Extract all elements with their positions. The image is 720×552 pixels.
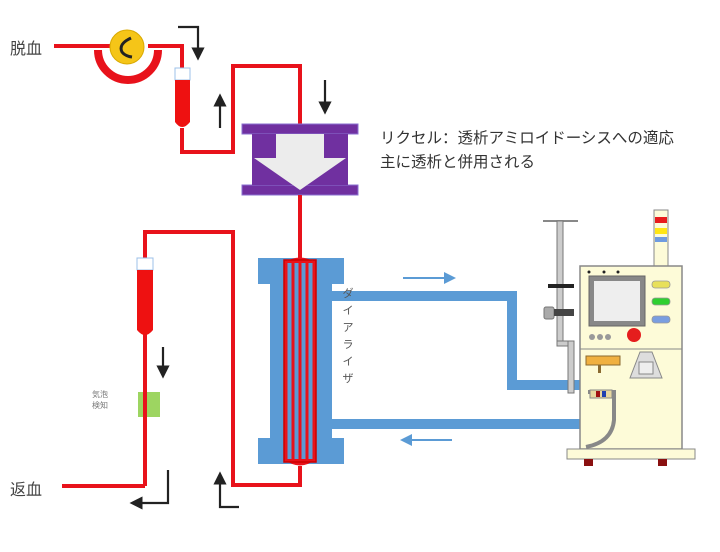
dialyzer-label-char: イ <box>342 304 354 317</box>
dialysate-flow-arrows <box>400 272 456 446</box>
pump-saddle <box>94 49 162 84</box>
dialyzer-label-char: イ <box>342 355 354 368</box>
bubble-detector-icon <box>138 392 160 417</box>
dialyzer-label-char: ダ <box>342 287 354 300</box>
blood-line-arterial <box>54 44 302 154</box>
bubble-detector-label-line1: 気泡 <box>92 390 108 399</box>
flow-arrows-top <box>178 25 332 128</box>
blood-out-label: 脱血 <box>10 39 43 58</box>
dialysis-machine-icon <box>543 209 696 466</box>
venous-drip-chamber-icon <box>136 257 154 335</box>
lixelle-column-icon <box>241 123 359 196</box>
dialyzer-label: ダイアライザ <box>340 285 356 387</box>
dialyzer-label-char: ア <box>342 321 354 334</box>
bubble-detector-label: 気泡 検知 <box>92 389 108 411</box>
lixelle-note: リクセル：透析アミロイドーシスへの適応 主に透析と併用される <box>380 126 674 174</box>
dialyzer-label-char: ザ <box>342 372 354 385</box>
dialyzer-icon <box>258 257 344 466</box>
dialysate-lines <box>330 291 600 429</box>
bubble-detector-label-line2: 検知 <box>92 401 108 410</box>
blood-pump-icon <box>109 29 145 65</box>
blood-return-label: 返血 <box>10 480 43 499</box>
lixelle-note-line1: リクセル：透析アミロイドーシスへの適応 <box>380 129 674 147</box>
dialyzer-label-char: ラ <box>342 338 354 351</box>
arterial-drip-chamber-icon <box>174 67 191 127</box>
lixelle-note-line2: 主に透析と併用される <box>380 153 536 171</box>
flow-arrows-bottom <box>129 347 239 510</box>
